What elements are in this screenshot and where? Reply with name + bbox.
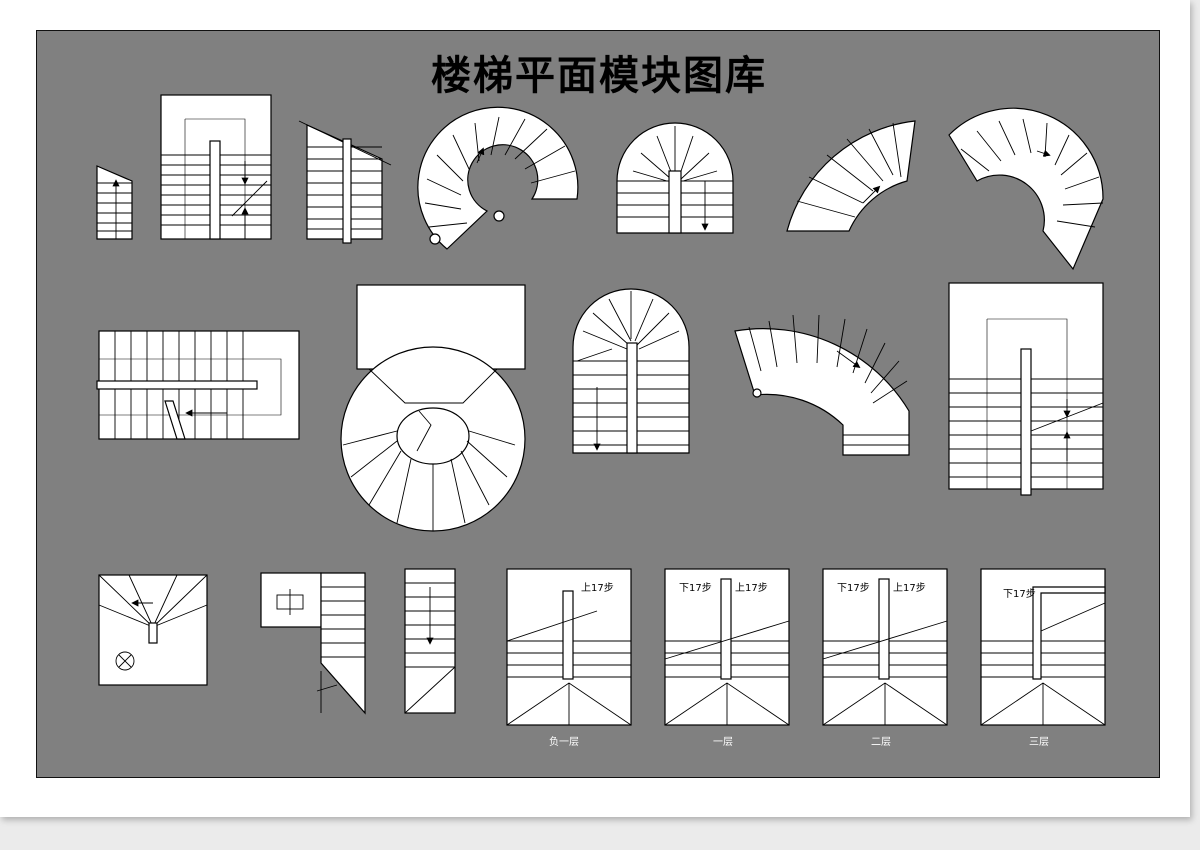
floor-plan-first: 下17步 上17步 一层 — [664, 568, 790, 748]
stair-arched-double — [616, 122, 734, 234]
label-down17-second: 下17步 — [837, 582, 870, 594]
stair-horizontal-double — [96, 330, 300, 440]
caption-floor-basement: 负一层 — [549, 735, 579, 748]
stair-single-flight-small — [96, 165, 133, 240]
floor-plan-second: 下17步 上17步 二层 — [822, 568, 948, 748]
caption-floor-second: 二层 — [871, 736, 891, 748]
label-up17-basement: 上17步 — [581, 582, 614, 594]
stair-l-shape-box — [260, 572, 366, 715]
stair-slanted-double — [298, 120, 392, 244]
stair-straight-flight — [404, 568, 456, 714]
stair-square-rail — [98, 574, 208, 686]
stair-quarter-arc — [786, 120, 916, 232]
label-down17-third: 下17步 — [1003, 588, 1036, 600]
stair-large-double — [948, 282, 1104, 496]
page-title: 楼梯平面模块图库 — [431, 53, 767, 99]
floor-plan-basement: 上17步 负一层 — [506, 568, 632, 748]
caption-floor-first: 一层 — [713, 736, 733, 748]
caption-floor-third: 三层 — [1029, 736, 1049, 748]
stair-curved-run — [734, 314, 910, 456]
stair-spiral — [417, 106, 579, 250]
stair-module-drawing: 上17步 负一层 下17步 上17步 一层 下17步 上17步 — [96, 94, 1106, 748]
drawing-board: 楼梯平面模块图库 — [36, 30, 1160, 778]
stair-tall-arched — [572, 288, 690, 454]
label-down17-first: 下17步 — [679, 582, 712, 594]
stair-double-run — [160, 94, 272, 240]
paper-sheet: 楼梯平面模块图库 — [0, 0, 1190, 817]
label-up17-second: 上17步 — [893, 582, 926, 594]
stair-circular-landing — [340, 284, 526, 532]
stair-half-spiral — [948, 107, 1104, 271]
floor-plan-third: 下17步 三层 — [980, 568, 1106, 748]
label-up17-first: 上17步 — [735, 582, 768, 594]
